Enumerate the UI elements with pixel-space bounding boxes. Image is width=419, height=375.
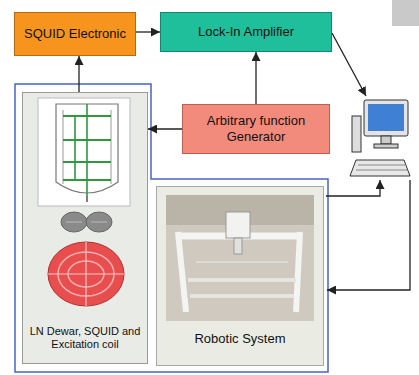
signal-arrow	[78, 56, 79, 92]
dewar-drawing	[38, 98, 130, 206]
signal-arrow	[255, 52, 256, 104]
node-label: SQUID Electronic	[24, 26, 126, 42]
excitation-coil-drawing	[48, 242, 124, 306]
panel-fill	[156, 186, 324, 366]
computer-icon	[350, 100, 410, 176]
process-box: Lock-In Amplifier	[160, 12, 332, 52]
sensor-drawing	[61, 212, 112, 232]
node-label: Arbitrary function Generator	[189, 113, 323, 144]
equipment-panel: LN Dewar, SQUID and Excitation coil	[22, 92, 148, 364]
cropped-picture	[392, 0, 419, 26]
robot-photo	[166, 195, 314, 321]
signal-arrow	[332, 33, 366, 96]
process-box: SQUID Electronic	[14, 12, 136, 56]
node-label: Robotic System	[194, 331, 285, 347]
enclosure-outline	[15, 84, 328, 372]
signal-arrow	[326, 180, 380, 196]
signal-arrow	[136, 31, 160, 32]
node-label: Lock-In Amplifier	[198, 24, 294, 40]
equipment-panel: Robotic System	[156, 186, 324, 366]
process-box: Arbitrary function Generator	[182, 104, 330, 154]
signal-arrow	[148, 128, 182, 129]
node-label: LN Dewar, SQUID and Excitation coil	[29, 325, 141, 351]
control-arrow	[327, 180, 410, 290]
panel-fill	[22, 92, 148, 364]
